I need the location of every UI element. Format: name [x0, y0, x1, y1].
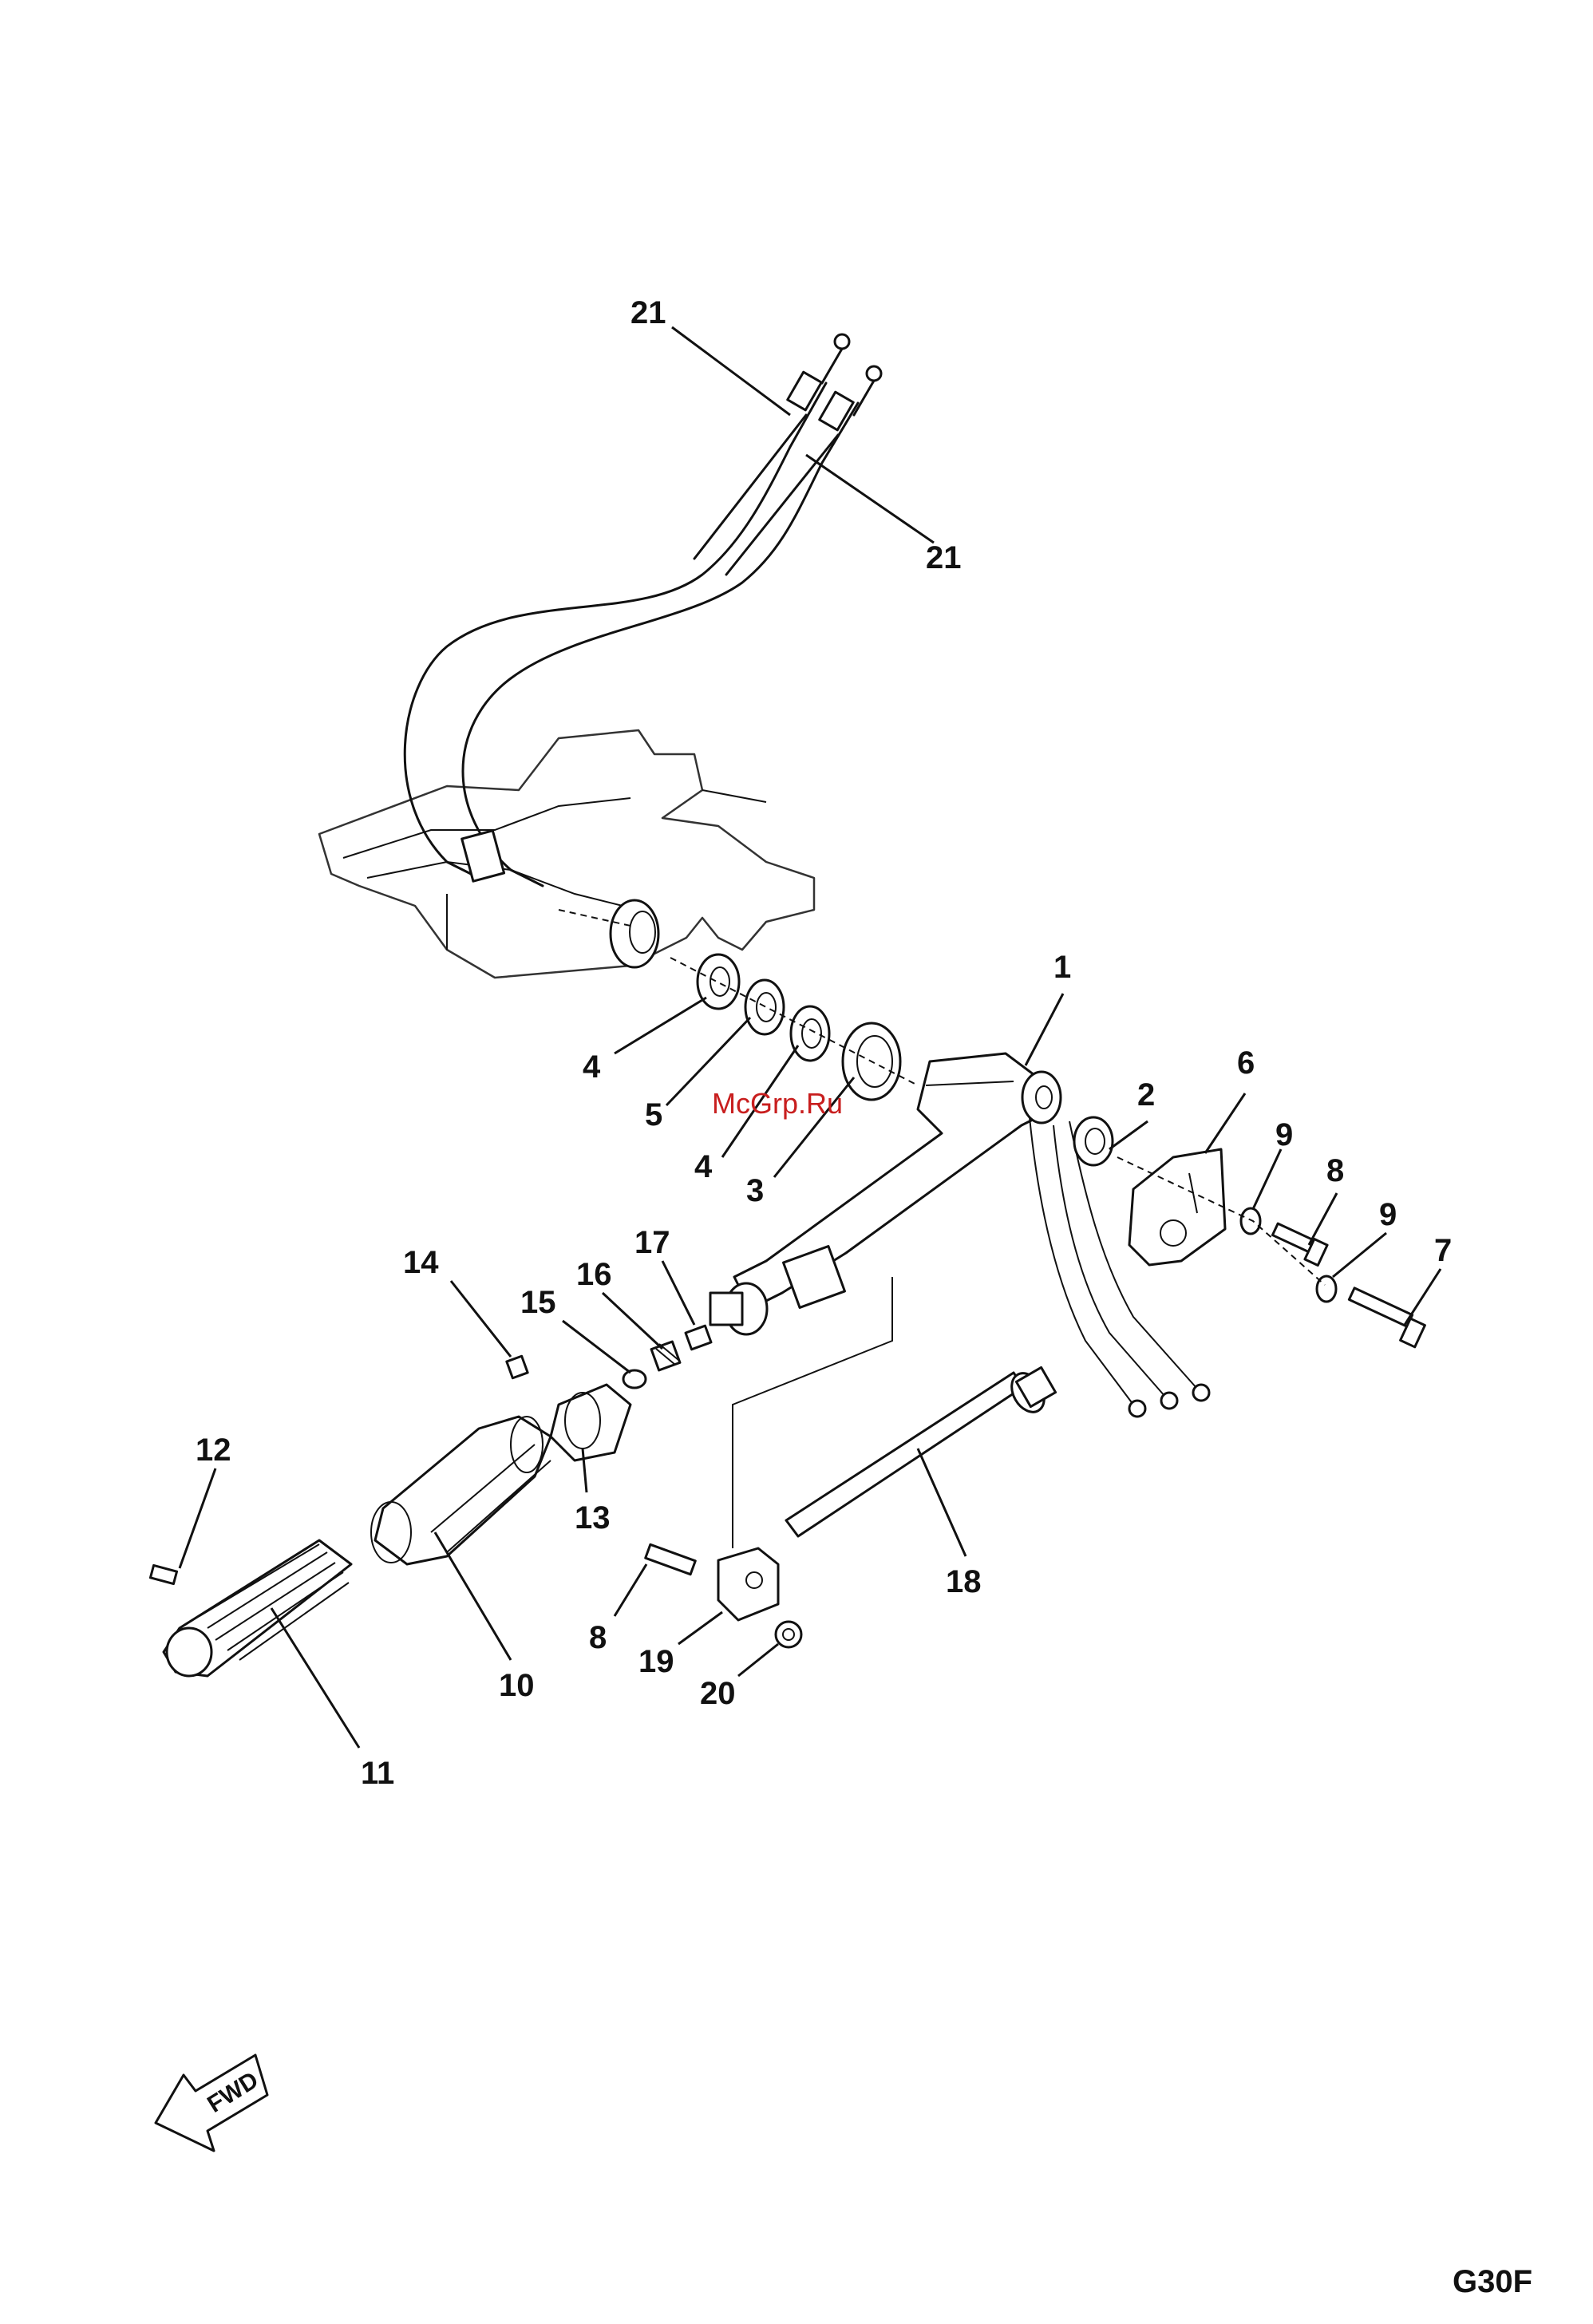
callout-6: 6: [1237, 1045, 1255, 1081]
diagram-code: G30F: [1453, 2264, 1532, 2299]
callout-21-top: 21: [630, 295, 666, 330]
washers-bushings: [670, 955, 918, 1100]
callout-9-upper: 9: [1275, 1117, 1293, 1152]
pivot-block: [646, 1544, 801, 1647]
callout-14: 14: [403, 1245, 439, 1280]
tiller-arm: [710, 1053, 1209, 1548]
callout-20: 20: [700, 1676, 736, 1711]
callout-13: 13: [575, 1500, 611, 1536]
callout-4-lower: 4: [694, 1149, 713, 1184]
callout-21-right: 21: [926, 540, 962, 575]
callout-18: 18: [946, 1564, 982, 1599]
callout-10: 10: [499, 1668, 535, 1703]
callout-4-upper: 4: [583, 1049, 601, 1085]
throttle-grip-assembly: [150, 1385, 630, 1676]
callout-1: 1: [1053, 950, 1071, 985]
callout-16: 16: [576, 1257, 612, 1292]
bushing: [1074, 1117, 1113, 1165]
callout-19: 19: [638, 1644, 674, 1679]
callout-8-right: 8: [1326, 1153, 1344, 1188]
callout-3: 3: [746, 1173, 764, 1208]
forward-direction-arrow: FWD: [156, 2055, 267, 2151]
callout-11: 11: [361, 1756, 394, 1791]
callout-17: 17: [634, 1225, 670, 1260]
callout-12: 12: [196, 1433, 231, 1468]
callout-15: 15: [520, 1285, 556, 1320]
callout-7: 7: [1434, 1233, 1452, 1268]
callout-8-left: 8: [589, 1620, 607, 1655]
callout-2: 2: [1137, 1077, 1155, 1113]
engine-housing-outline: [319, 730, 814, 978]
callout-5: 5: [645, 1097, 662, 1132]
watermark: McGrp.Ru: [712, 1087, 843, 1120]
bracket: [1129, 1149, 1225, 1265]
shaft: [786, 1367, 1056, 1536]
callout-9-lower: 9: [1379, 1197, 1397, 1232]
